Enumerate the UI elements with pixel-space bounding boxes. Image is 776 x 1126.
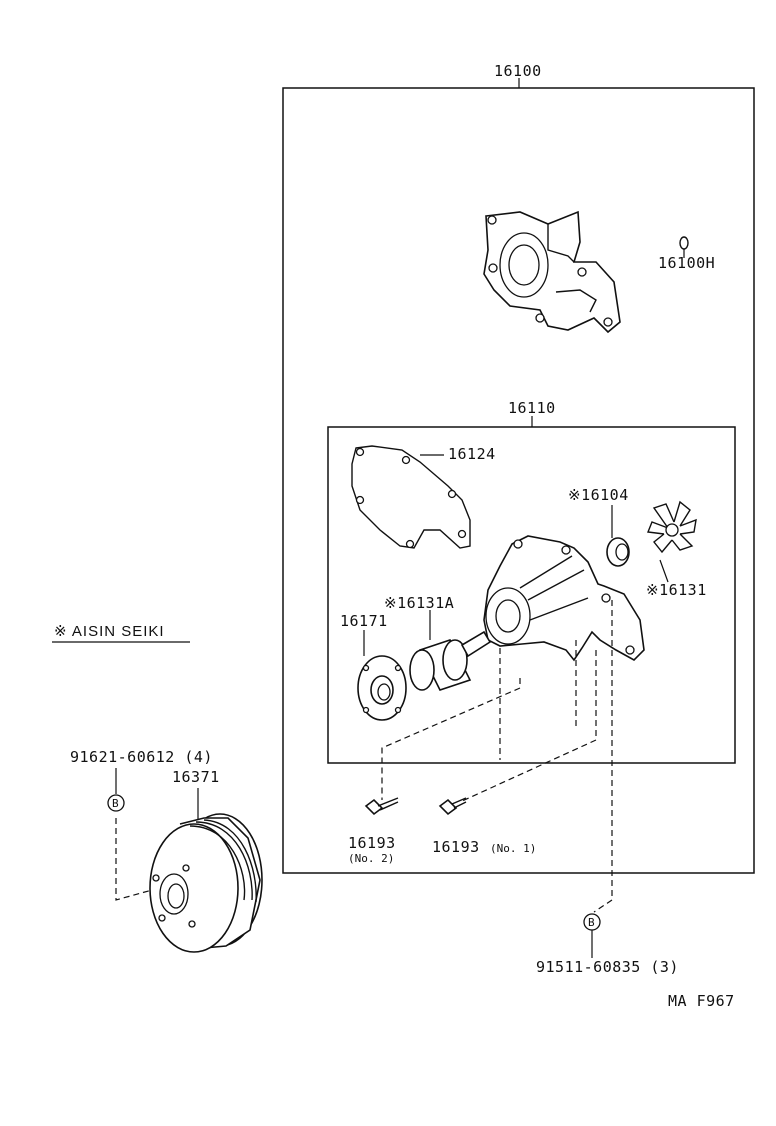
label-16193-no2: 16193 xyxy=(348,834,396,852)
label-16171: 16171 xyxy=(340,612,388,630)
label-91621: 91621-60612 (4) xyxy=(70,748,213,766)
bearing-part xyxy=(409,630,492,691)
o-ring-part xyxy=(679,236,689,250)
label-91511: 91511-60835 (3) xyxy=(536,958,679,976)
bolt-no1-part xyxy=(438,797,467,816)
impeller-part xyxy=(647,500,697,554)
seal-part xyxy=(606,537,630,567)
label-16104: ※16104 xyxy=(568,486,629,504)
label-16131: ※16131 xyxy=(646,581,707,599)
pulley-part xyxy=(149,813,263,953)
svg-text:B: B xyxy=(112,797,119,810)
badge-b-pulley: B xyxy=(107,794,125,812)
seat-part xyxy=(357,655,407,721)
label-16371: 16371 xyxy=(172,768,220,786)
svg-text:B: B xyxy=(588,916,595,929)
label-16193-no1-note: (No. 1) xyxy=(490,842,536,855)
badge-b-housing: B xyxy=(583,913,601,931)
label-16100: 16100 xyxy=(494,62,542,80)
label-16131A: ※16131A xyxy=(384,594,454,612)
label-16110: 16110 xyxy=(508,399,556,417)
assembly-16100-box xyxy=(282,87,755,874)
inlet-housing-part xyxy=(483,210,621,334)
figure-code: MA F967 xyxy=(668,992,735,1010)
gasket-part xyxy=(351,445,471,549)
label-16100H: 16100H xyxy=(658,254,715,272)
label-16193-no1: 16193 xyxy=(432,838,480,856)
aisin-seiki-note: ※ AISIN SEIKI xyxy=(54,623,165,640)
label-16193-no2-note: (No. 2) xyxy=(348,852,394,865)
label-16124: 16124 xyxy=(448,445,496,463)
bolt-no2-part xyxy=(364,797,399,816)
pump-body-part xyxy=(483,535,645,662)
